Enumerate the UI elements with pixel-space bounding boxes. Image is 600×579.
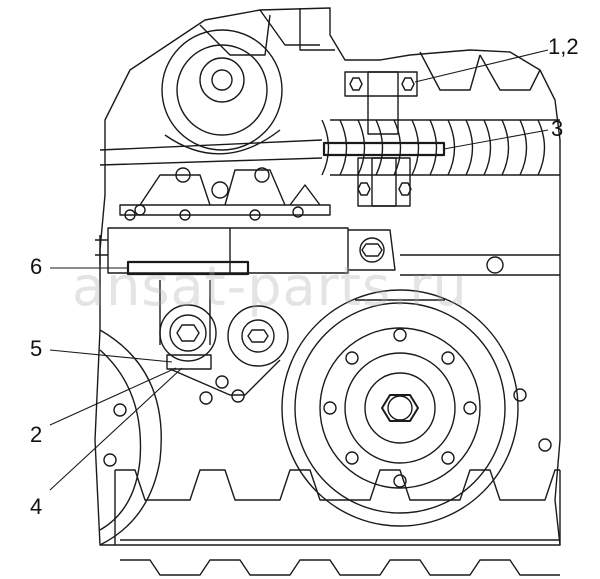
track-shoes [114,469,561,576]
callout-3: 3 [551,116,564,141]
tension-arm [159,280,289,405]
callout-4: 4 [30,494,43,519]
drive-wheel [281,289,519,527]
callout-6: 6 [30,254,43,279]
side-bolts [124,209,552,452]
mount-bracket [119,167,331,221]
leader-lines [49,49,549,491]
spring-clamp [322,71,446,207]
tensioner-cylinder [95,227,560,276]
callout-1-2: 1,2 [548,34,579,59]
callout-2: 2 [30,422,43,447]
tension-spring [99,119,560,176]
left-wheel [99,329,162,546]
frame-outline [94,7,561,546]
callout-5: 5 [30,336,43,361]
upper-roller [161,29,283,155]
